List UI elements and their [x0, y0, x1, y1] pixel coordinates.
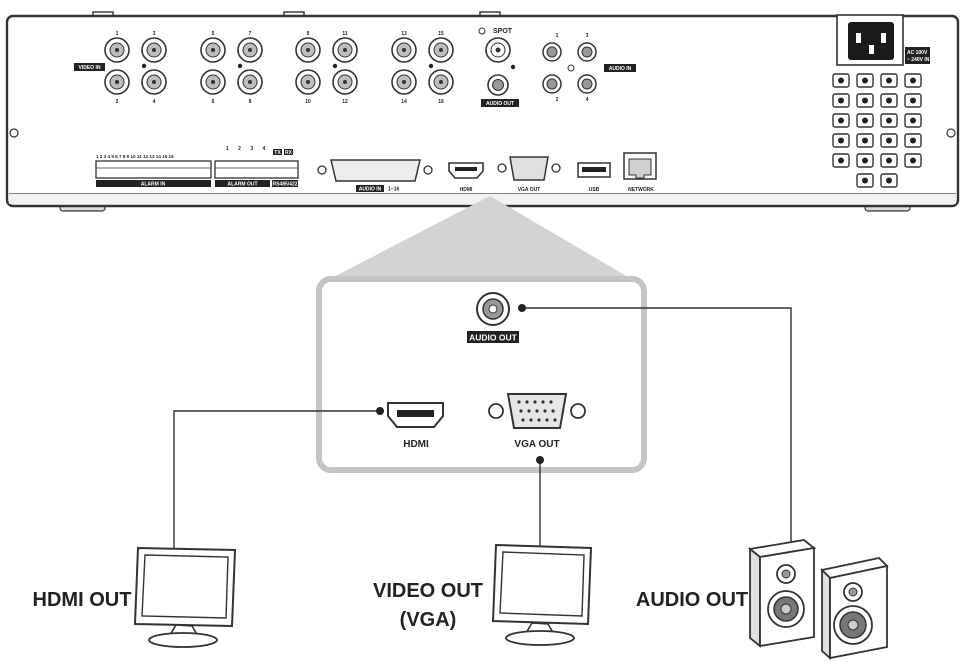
- rx-label: RX: [285, 150, 293, 156]
- zoom-hdmi-port: HDMI: [387, 402, 444, 450]
- audio-connection-dot: [518, 304, 526, 312]
- audio-in-number: 2: [556, 97, 559, 103]
- audio-in-label: AUDIO IN: [609, 66, 632, 72]
- zoom-vga-label: VGA OUT: [514, 439, 559, 450]
- cables: [173, 307, 792, 550]
- usb-label: USB: [589, 187, 600, 193]
- dvr-vga-port: VGA OUT: [497, 156, 561, 193]
- audio-in-number: 1: [556, 33, 559, 39]
- video-in-number: 16: [438, 99, 444, 105]
- hdmi-monitor-icon: [133, 546, 237, 648]
- alarm-out-numbers: 1 2 3 4: [226, 146, 269, 152]
- alarm-out-label: ALARM OUT: [228, 182, 258, 188]
- audio-out-rca-jack: [487, 74, 509, 96]
- zoom-vga-port: VGA OUT: [488, 393, 586, 450]
- rca-jack: [542, 74, 562, 94]
- zoom-audio-out-jack: AUDIO OUT: [467, 292, 519, 343]
- bnc-connector: [332, 69, 358, 95]
- video-in-number: 9: [307, 31, 310, 37]
- hdmi-connection-dot: [376, 407, 384, 415]
- bnc-connector: [237, 37, 263, 63]
- tx-label: TX: [274, 150, 281, 156]
- dvr-vga-label: VGA OUT: [518, 187, 541, 193]
- audio-in-number: 3: [586, 33, 589, 39]
- vga-connection-dot: [536, 456, 544, 464]
- spot-label: SPOT: [493, 28, 513, 35]
- bnc-connector: [237, 69, 263, 95]
- speakers-icon: [747, 539, 889, 660]
- video-in-number: 6: [212, 99, 215, 105]
- video-in-number: 1: [116, 31, 119, 37]
- audio-in-range: 1~16: [388, 187, 399, 193]
- audio-in-rca-group: 1 3 2 4 AUDIO IN: [542, 33, 636, 103]
- video-in-number: 7: [249, 31, 252, 37]
- video-in-number: 5: [212, 31, 215, 37]
- hdmi-out-label: HDMI OUT: [33, 589, 132, 611]
- audio-in-number: 4: [586, 97, 589, 103]
- bnc-connector: [141, 69, 167, 95]
- alarm-in-numbers: 1 2 3 4 5 6 7 8 9 10 11 12 13 14 15 16: [96, 154, 174, 159]
- bnc-connector: [200, 69, 226, 95]
- power-label-line1: AC 100V: [907, 50, 928, 56]
- bnc-connector: [428, 69, 454, 95]
- bnc-connector: [391, 69, 417, 95]
- video-in-number: 3: [153, 31, 156, 37]
- audio-cable: [522, 307, 792, 543]
- dvr-hdmi-port: HDMI: [448, 162, 484, 193]
- zoom-hdmi-label: HDMI: [403, 439, 429, 450]
- bnc-connector: [295, 69, 321, 95]
- video-in-label: VIDEO IN: [79, 65, 101, 71]
- spot-audio-out-group: SPOT AUDIO OUT: [478, 27, 519, 107]
- alarm-in-terminal: 1 2 3 4 5 6 7 8 9 10 11 12 13 14 15 16 A…: [95, 154, 212, 188]
- video-in-number: 12: [342, 99, 348, 105]
- dvr-rear-panel: 1 3 2 4 5 7 6 8 9 11 10 12 13 15 14 16 V…: [5, 11, 960, 212]
- video-in-bnc-group: 1 3 2 4 5 7 6 8 9 11 10 12 13 15 14 16 V…: [74, 31, 454, 105]
- bnc-connector: [200, 37, 226, 63]
- rs485-label: RS485/422: [272, 182, 297, 188]
- spot-bnc-connector: [485, 37, 511, 63]
- video-out-label-line2: (VGA): [400, 609, 457, 631]
- bnc-connector: [141, 37, 167, 63]
- vent-grid: [832, 73, 922, 188]
- audio-out-label: AUDIO OUT: [486, 101, 514, 107]
- bnc-connector: [104, 69, 130, 95]
- audio-in-multi-label: AUDIO IN: [359, 187, 382, 193]
- bnc-connector: [295, 37, 321, 63]
- zoom-callout: AUDIO OUT HDMI VGA OUT: [316, 196, 647, 473]
- video-out-label-line1: VIDEO OUT: [373, 580, 483, 602]
- network-label: NETWORK: [628, 187, 654, 193]
- zoom-audio-out-label: AUDIO OUT: [469, 333, 518, 343]
- bnc-connector: [332, 37, 358, 63]
- video-in-number: 14: [401, 99, 407, 105]
- power-inlet: AC 100V ~ 240V IN: [836, 14, 930, 66]
- dvr-hdmi-label: HDMI: [460, 187, 473, 193]
- hdmi-cable: [173, 410, 380, 550]
- video-in-number: 13: [401, 31, 407, 37]
- bnc-connector: [428, 37, 454, 63]
- vga-monitor-icon: [491, 543, 593, 646]
- bnc-connector: [104, 37, 130, 63]
- power-label-line2: ~ 240V IN: [907, 57, 930, 63]
- usb-port: USB: [577, 162, 611, 193]
- audio-in-db25-connector: AUDIO IN 1~16: [317, 159, 433, 193]
- video-in-number: 15: [438, 31, 444, 37]
- video-in-number: 4: [153, 99, 156, 105]
- rca-jack: [577, 74, 597, 94]
- video-in-number: 10: [305, 99, 311, 105]
- video-in-number: 8: [249, 99, 252, 105]
- rca-jack: [577, 42, 597, 62]
- alarm-in-label: ALARM IN: [141, 182, 166, 188]
- audio-out-output-label: AUDIO OUT: [636, 589, 748, 611]
- rca-jack: [542, 42, 562, 62]
- video-in-number: 2: [116, 99, 119, 105]
- network-port: NETWORK: [623, 152, 657, 193]
- video-in-number: 11: [342, 31, 348, 37]
- alarm-out-terminal: 1 2 3 4 TX RX ALARM OUT RS485/422: [214, 146, 299, 188]
- bnc-connector: [391, 37, 417, 63]
